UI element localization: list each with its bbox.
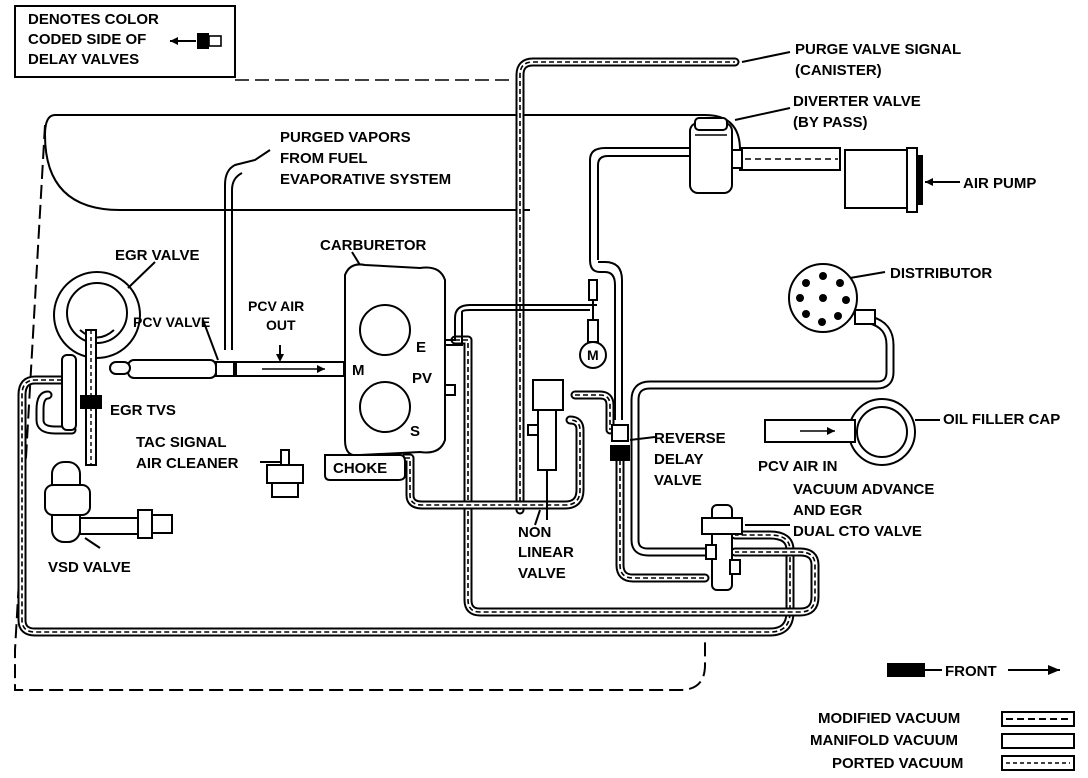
- label-out: OUT: [266, 317, 296, 333]
- label-reverse: REVERSE: [654, 430, 726, 447]
- label-from-fuel: FROM FUEL: [280, 150, 368, 167]
- label-air-pump: AIR PUMP: [963, 175, 1036, 192]
- air-pump: [844, 147, 960, 213]
- tac-signal-valve: [260, 449, 304, 498]
- manifold-lines: [224, 147, 690, 420]
- engine-outline: [14, 114, 741, 691]
- legend-manifold-vacuum: MANIFOLD VACUUM: [810, 732, 958, 749]
- label-tac-signal: TAC SIGNAL: [136, 434, 227, 451]
- label-front: FRONT: [945, 663, 997, 680]
- label-valve: VALVE: [654, 472, 702, 489]
- label-egr-valve: EGR VALVE: [115, 247, 199, 264]
- legend-box-line-3: DELAY VALVES: [28, 51, 139, 68]
- leader-lines: [202, 51, 791, 526]
- legend-box-line-1: DENOTES COLOR: [28, 11, 159, 28]
- vacuum-hoses: [17, 57, 895, 637]
- label-pcv-air: PCV AIR: [248, 298, 304, 314]
- label-port-pv: PV: [412, 370, 432, 387]
- label-linear: LINEAR: [518, 544, 574, 561]
- delay-valve-color-icon: [170, 33, 222, 49]
- label-delay: DELAY: [654, 451, 703, 468]
- label-port-m: M: [352, 362, 365, 379]
- label-carburetor: CARBURETOR: [320, 237, 427, 254]
- egr-tvs: [61, 329, 102, 466]
- label-egr-tvs: EGR TVS: [110, 402, 176, 419]
- label-evaporative-system: EVAPORATIVE SYSTEM: [280, 171, 451, 188]
- reverse-delay-valve: [610, 424, 630, 461]
- label-and-egr: AND EGR: [793, 502, 862, 519]
- label-pcv-air-in: PCV AIR IN: [758, 458, 837, 475]
- front-indicator: FRONT: [887, 663, 1060, 680]
- distributor: [788, 263, 886, 333]
- label-purged-vapors: PURGED VAPORS: [280, 129, 411, 146]
- label-purge-valve-signal: PURGE VALVE SIGNAL: [795, 41, 961, 58]
- label-by-pass: (BY PASS): [793, 114, 867, 131]
- label-dual-cto-valve: DUAL CTO VALVE: [793, 523, 922, 540]
- label-port-e: E: [416, 339, 426, 356]
- dual-cto-valve: [701, 504, 790, 591]
- legend-modified-vacuum: MODIFIED VACUUM: [818, 710, 960, 727]
- non-linear-valve: [527, 379, 564, 520]
- pcv-valve-assembly: [109, 345, 345, 379]
- label-non-linear-valve: VALVE: [518, 565, 566, 582]
- vsd-valve: [44, 461, 173, 549]
- vacuum-motor: [579, 279, 607, 369]
- legend-ported-vacuum: PORTED VACUUM: [832, 755, 963, 772]
- label-vacuum-advance: VACUUM ADVANCE: [793, 481, 934, 498]
- diverter-valve: [689, 117, 743, 194]
- color-code-legend-box: DENOTES COLOR CODED SIDE OF DELAY VALVES: [14, 5, 236, 78]
- egr-valve: [53, 261, 156, 359]
- label-motor-m: M: [587, 347, 599, 363]
- label-canister: (CANISTER): [795, 62, 882, 79]
- label-non: NON: [518, 524, 551, 541]
- label-oil-filler-cap: OIL FILLER CAP: [943, 411, 1060, 428]
- oil-filler-cap: [764, 398, 940, 466]
- hose-legend: MODIFIED VACUUM MANIFOLD VACUUM PORTED V…: [810, 710, 1075, 772]
- carburetor: [324, 251, 446, 481]
- label-vsd-valve: VSD VALVE: [48, 559, 131, 576]
- label-diverter-valve: DIVERTER VALVE: [793, 93, 921, 110]
- label-choke: CHOKE: [333, 460, 387, 477]
- label-distributor: DISTRIBUTOR: [890, 265, 992, 282]
- label-pcv-valve: PCV VALVE: [133, 314, 210, 330]
- label-air-cleaner: AIR CLEANER: [136, 455, 239, 472]
- legend-box-line-2: CODED SIDE OF: [28, 31, 146, 48]
- label-port-s: S: [410, 423, 420, 440]
- front-arrow-icon: [1048, 665, 1060, 675]
